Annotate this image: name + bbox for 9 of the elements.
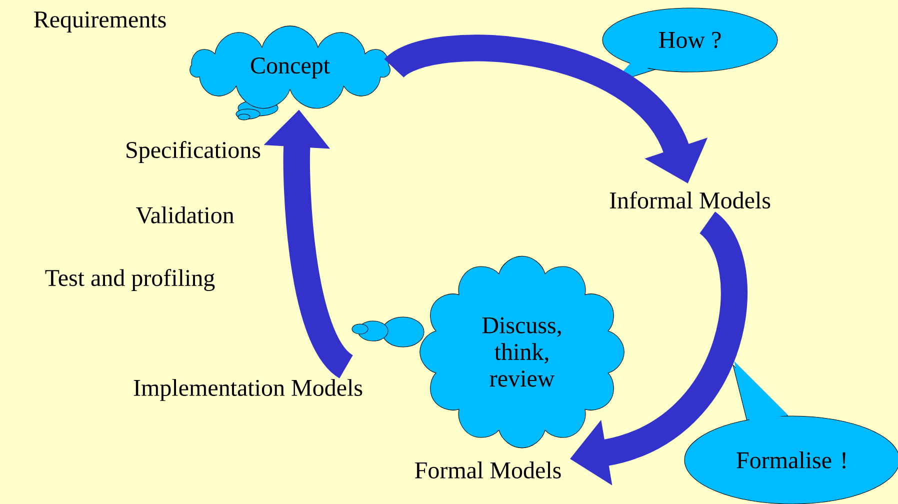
stage-label: Informal Models: [610, 191, 770, 209]
activity-label: Validation: [136, 206, 234, 224]
speech-bubble: Formalise !: [684, 361, 898, 504]
stage-label: Formal Models: [415, 462, 561, 478]
thought-cloud: Concept: [190, 26, 390, 120]
activity-label: Test and profiling: [45, 268, 215, 292]
activity-label: Requirements: [34, 12, 166, 32]
speech-bubble: How ?: [602, 8, 778, 83]
activity-label: Specifications: [126, 141, 260, 163]
